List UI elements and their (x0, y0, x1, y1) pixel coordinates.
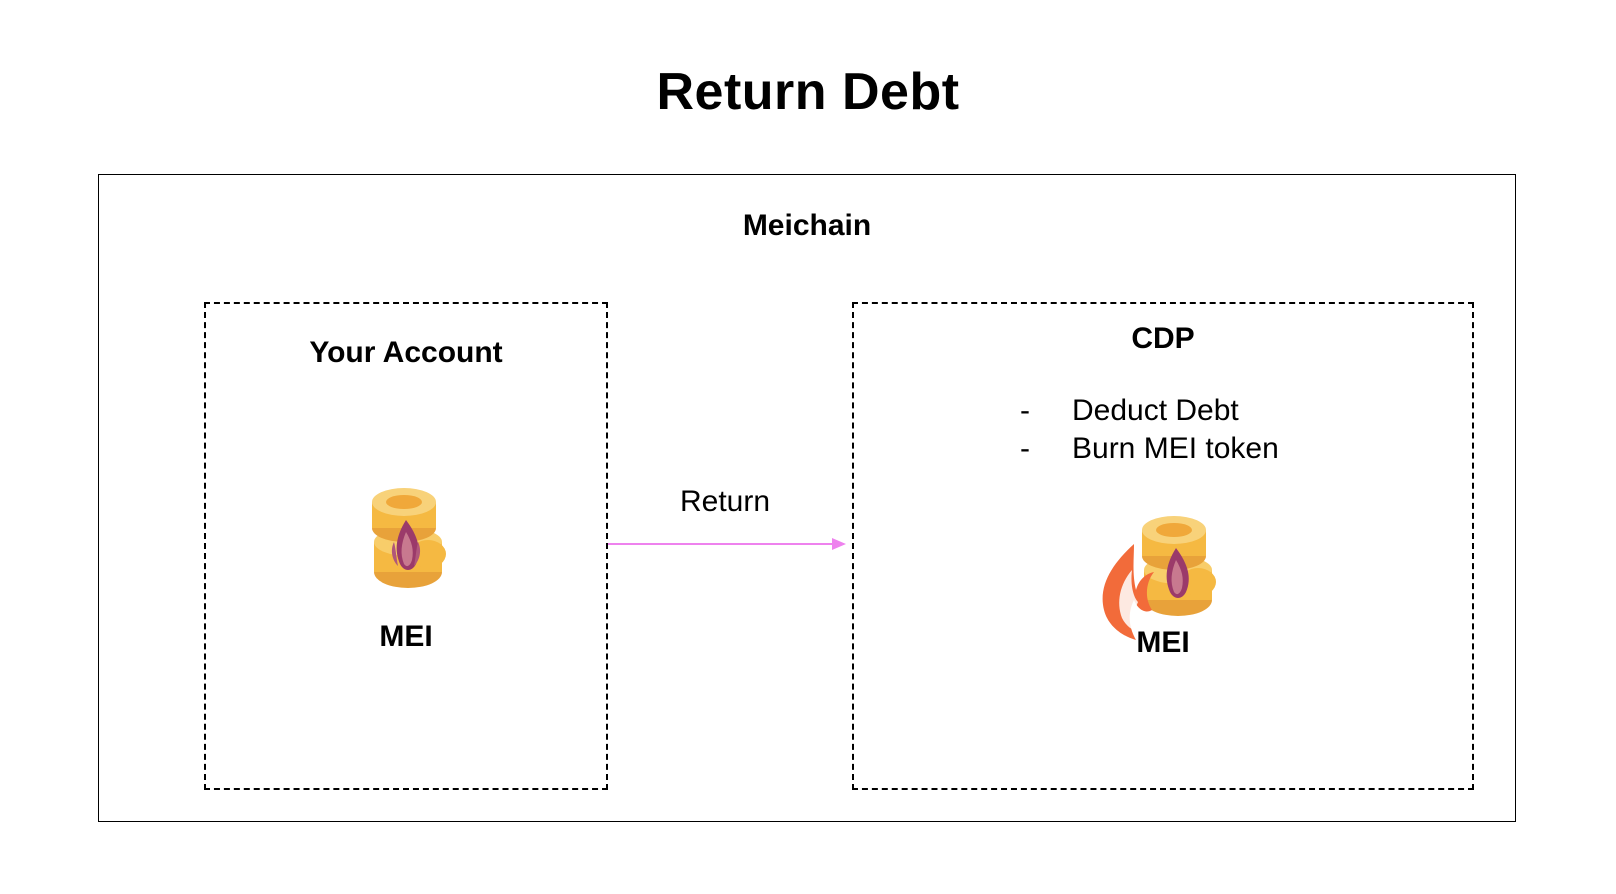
meichain-container: Meichain (98, 174, 1516, 822)
bullet-text: Deduct Debt (1072, 394, 1239, 427)
meichain-label: Meichain (742, 209, 872, 242)
bullet-marker: - (1020, 394, 1030, 427)
cdp-token-label: MEI (1136, 626, 1190, 659)
cdp-box: CDP - Deduct Debt - Burn MEI token MEI (852, 302, 1474, 790)
cdp-bullet-list: - Deduct Debt - Burn MEI token (1020, 392, 1340, 468)
cdp-bullet-item: - Burn MEI token (1020, 430, 1340, 468)
cdp-bullet-item: - Deduct Debt (1020, 392, 1340, 430)
bullet-marker: - (1020, 432, 1030, 465)
account-token-label: MEI (379, 620, 433, 653)
your-account-box: Your Account MEI (204, 302, 608, 790)
burning-coin-stack-icon (1102, 516, 1216, 640)
return-arrow-label: Return (679, 485, 771, 518)
coin-stack-icon (372, 488, 446, 588)
your-account-title: Your Account (309, 336, 503, 369)
page-title: Return Debt (656, 63, 960, 121)
cdp-title: CDP (1131, 322, 1195, 355)
bullet-text: Burn MEI token (1072, 432, 1279, 465)
return-arrow (608, 538, 846, 550)
